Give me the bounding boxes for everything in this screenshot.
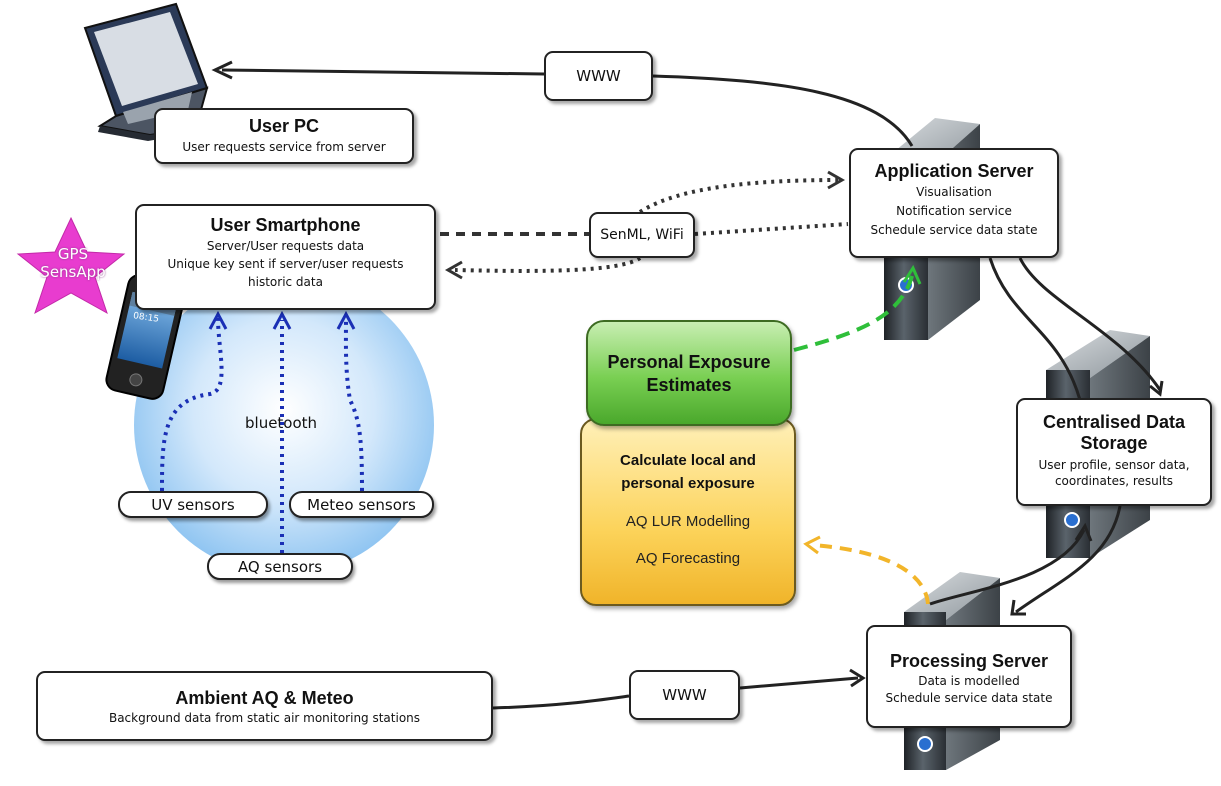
uv-sensors-box: UV sensors [118, 491, 268, 518]
exposure-title-line-2: Estimates [646, 375, 732, 395]
user-pc-title: User PC [248, 116, 320, 136]
app-server-title: Application Server [874, 161, 1034, 181]
www-to-processing-link [739, 676, 859, 690]
sensapp-label: SensApp [40, 263, 106, 281]
bluetooth-label: bluetooth [245, 414, 318, 432]
www-top-label: WWW [544, 51, 653, 101]
proc-server-line-2: Schedule service data state [885, 691, 1053, 705]
storage-title-line-1: Centralised Data [1042, 412, 1186, 432]
app-server-to-storage-link-2 [1018, 257, 1162, 391]
gps-label: GPS [57, 245, 89, 263]
www-top-link-to-server [652, 74, 914, 147]
www-bottom-label: WWW [629, 670, 740, 720]
personal-exposure-box: Personal Exposure Estimates [586, 320, 792, 426]
gps-star-icon [16, 216, 126, 315]
processing-to-calc-link [811, 543, 930, 605]
ambient-aq-box: Ambient AQ & Meteo Background data from … [36, 671, 493, 741]
storage-line-2: coordinates, results [1054, 474, 1174, 488]
senml-to-smartphone-link [454, 256, 642, 273]
exposure-to-app-server-link [793, 275, 914, 352]
exposure-title-line-1: Personal Exposure [607, 352, 771, 372]
smartphone-line-1: Server/User requests data [206, 239, 365, 253]
calc-title-line-1: Calculate local and [620, 452, 756, 469]
storage-line-1: User profile, sensor data, [1038, 458, 1190, 472]
app-server-to-storage-link [988, 257, 1082, 401]
senml-to-server-link [694, 222, 849, 236]
calc-item-lur: AQ LUR Modelling [625, 513, 751, 530]
user-smartphone-box: User Smartphone Server/User requests dat… [135, 204, 436, 310]
app-server-line-3: Schedule service data state [870, 223, 1038, 237]
www-top-link-to-pc [221, 68, 545, 76]
proc-server-title: Processing Server [889, 651, 1049, 671]
user-pc-subtitle: User requests service from server [182, 140, 386, 154]
application-server-box: Application Server Visualisation Notific… [849, 148, 1059, 258]
storage-title-line-2: Storage [1080, 433, 1148, 453]
smartphone-title: User Smartphone [210, 215, 361, 235]
data-storage-box: Centralised Data Storage User profile, s… [1016, 398, 1212, 506]
ambient-title: Ambient AQ & Meteo [175, 688, 354, 708]
ambient-subtitle: Background data from static air monitori… [108, 711, 421, 725]
processing-to-storage-link [929, 529, 1086, 606]
aq-sensors-box: AQ sensors [207, 553, 353, 580]
senml-wifi-label: SenML, WiFi [589, 212, 695, 258]
gps-sensapp-label: GPS SensApp [30, 245, 116, 281]
storage-to-processing-link [1015, 505, 1122, 614]
calc-item-forecasting: AQ Forecasting [635, 550, 741, 567]
ambient-to-www-link [492, 694, 630, 710]
meteo-sensors-box: Meteo sensors [289, 491, 434, 518]
proc-server-line-1: Data is modelled [918, 674, 1020, 688]
app-server-line-2: Notification service [896, 204, 1012, 218]
calc-title-line-2: personal exposure [621, 475, 755, 492]
app-server-line-1: Visualisation [916, 185, 992, 199]
smartphone-line-3: historic data [248, 275, 323, 289]
bluetooth-links [160, 317, 364, 553]
processing-server-box: Processing Server Data is modelled Sched… [866, 625, 1072, 728]
calculation-box: Calculate local and personal exposure AQ… [580, 418, 796, 606]
senml-link-to-server [638, 178, 839, 214]
smartphone-line-2: Unique key sent if server/user requests [167, 257, 404, 271]
user-pc-box: User PC User requests service from serve… [154, 108, 414, 164]
